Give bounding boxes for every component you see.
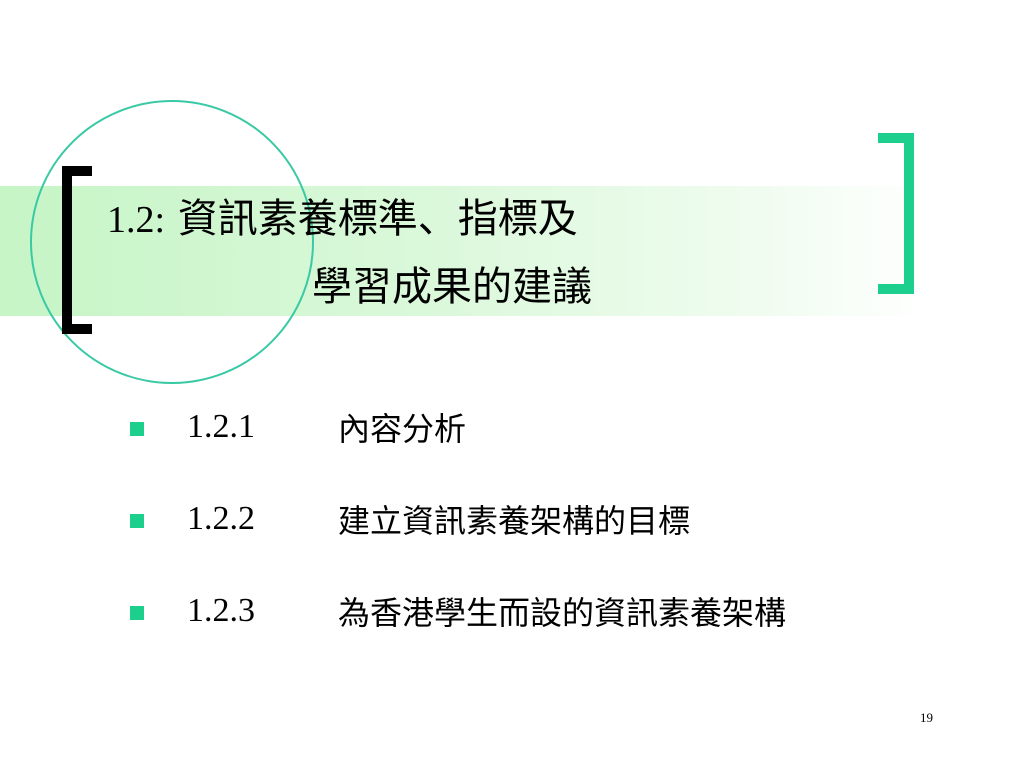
bullet-number: 1.2.1 <box>187 408 255 445</box>
bullet-text: 建立資訊素養架構的目標 <box>338 502 691 540</box>
slide-title-text-line1: 資訊素養標準、指標及 <box>177 196 578 242</box>
square-bullet-icon <box>130 422 144 436</box>
bullet-item-1-2-3: 1.2.3 為香港學生而設的資訊素養架構 <box>128 584 1008 676</box>
bullet-item-1-2-2: 1.2.2 建立資訊素養架構的目標 <box>128 492 1008 584</box>
bullet-number: 1.2.2 <box>187 500 255 537</box>
page-number: 19 <box>920 710 933 725</box>
slide-title-line1: 1.2: 資訊素養標準、指標及 <box>107 194 578 245</box>
slide-title-number: 1.2: <box>107 199 166 241</box>
left-bracket-decoration <box>62 166 92 334</box>
bullet-item-1-2-1: 1.2.1 內容分析 <box>128 400 1008 492</box>
right-bracket-decoration <box>878 133 914 294</box>
slide-title-text-line2: 學習成果的建議 <box>312 264 592 310</box>
bullet-text: 內容分析 <box>338 410 467 448</box>
square-bullet-icon <box>130 514 144 528</box>
bullet-list: 1.2.1 內容分析 1.2.2 建立資訊素養架構的目標 1.2.3 為香港學生… <box>128 400 1008 676</box>
square-bullet-icon <box>130 606 144 620</box>
decorative-circle <box>30 100 314 384</box>
bullet-text: 為香港學生而設的資訊素養架構 <box>338 594 787 632</box>
bullet-number: 1.2.3 <box>187 592 255 629</box>
slide-title-line2: 學習成果的建議 <box>312 262 592 312</box>
